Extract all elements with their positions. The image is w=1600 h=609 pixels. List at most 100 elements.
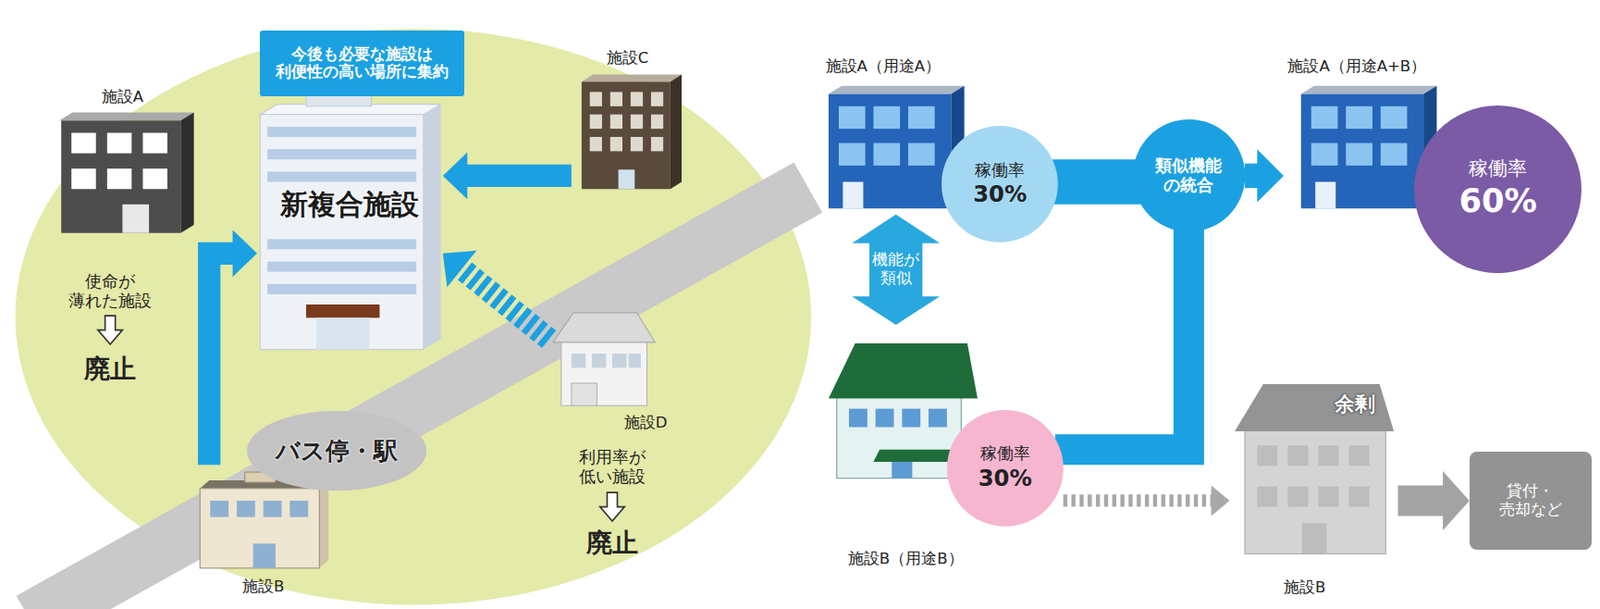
building-illustration <box>59 111 195 121</box>
surplus-building-illustration <box>1287 444 1308 466</box>
complex-illustration <box>267 171 417 182</box>
abolish-mark: 廃止 <box>84 353 136 384</box>
complex-illustration <box>267 238 417 249</box>
building-illustration <box>142 133 167 154</box>
surplus-building-illustration <box>1302 522 1327 554</box>
building-illustration <box>59 111 195 233</box>
building-illustration <box>561 340 648 407</box>
flow-arrow <box>209 229 258 465</box>
status-note: 利用率が 低い施設 <box>578 447 646 487</box>
facility-label: 施設A（用途A） <box>825 57 942 76</box>
connector-label: 機能が 類似 <box>870 250 922 290</box>
building-illustration <box>901 408 921 428</box>
building-illustration <box>71 133 96 154</box>
rate-label: 稼働率 <box>1468 157 1527 181</box>
building-illustration <box>571 382 598 406</box>
arrow-head <box>443 152 468 200</box>
facility-label: 施設A（用途A+B） <box>1287 57 1427 76</box>
building-illustration <box>630 114 643 129</box>
building-illustration <box>828 94 951 210</box>
building-illustration <box>1301 94 1424 210</box>
surplus-arrow <box>1063 493 1213 506</box>
building-illustration <box>553 312 655 406</box>
town-area <box>15 28 813 605</box>
building-illustration <box>838 143 866 166</box>
similarity-arrow <box>869 242 923 298</box>
building-illustration <box>1311 106 1339 129</box>
town-area <box>15 28 813 605</box>
callout-text: 今後も必要な施設は 利便性の高い場所に集約 <box>275 45 449 83</box>
flow-arrow-dashed <box>461 268 550 340</box>
building-illustration <box>928 408 948 428</box>
building-illustration <box>1380 106 1408 129</box>
building-illustration <box>908 143 936 166</box>
building-illustration <box>553 312 655 343</box>
building-illustration <box>891 461 912 479</box>
building-illustration <box>630 91 643 106</box>
building-illustration <box>610 91 623 106</box>
integration-circle-shape <box>1132 119 1245 232</box>
building-illustration <box>71 168 96 189</box>
building-illustration <box>571 353 586 368</box>
building-illustration <box>199 488 320 568</box>
result-arrow <box>1244 163 1258 188</box>
merge-band <box>1049 159 1141 205</box>
building-illustration <box>236 500 256 517</box>
facility-label: 施設D <box>624 413 668 432</box>
surplus-building-illustration <box>1244 429 1386 554</box>
facility-building: 施設D <box>549 306 670 434</box>
complex-illustration <box>259 91 441 349</box>
facility-label: 施設A <box>101 87 144 107</box>
arrow-head <box>1442 470 1470 530</box>
building-illustration <box>319 480 329 568</box>
building-illustration <box>590 114 603 129</box>
disposal-arrow <box>1398 484 1445 516</box>
building-illustration <box>1315 182 1336 210</box>
building-illustration <box>670 74 682 190</box>
building-illustration <box>628 353 641 368</box>
complex-illustration <box>423 104 442 350</box>
utilization-circle-shape <box>1414 105 1582 273</box>
building-illustration <box>651 114 664 129</box>
surplus-building-illustration <box>1256 444 1278 466</box>
utilization-circle-shape <box>947 409 1064 527</box>
complex-illustration <box>267 126 417 137</box>
complex-illustration <box>316 317 370 349</box>
similarity-arrow <box>851 214 940 325</box>
building-illustration <box>836 395 962 478</box>
merge-band <box>1055 223 1190 450</box>
station-circle-shape <box>246 410 427 491</box>
station-circle: バス停・駅 <box>246 410 427 491</box>
rate-label: 稼働率 <box>980 443 1031 464</box>
arrow-head <box>1211 484 1231 516</box>
building-illustration <box>581 81 671 189</box>
building-illustration <box>591 353 606 368</box>
flow-arrow <box>209 253 234 466</box>
building-illustration <box>828 86 965 95</box>
building-illustration <box>610 114 623 129</box>
surplus-building: 余剰施設B <box>1229 369 1398 597</box>
merge-band <box>1055 223 1190 450</box>
down-arrow-symbol <box>98 315 625 521</box>
building-illustration <box>610 136 623 151</box>
facility-label: 施設B <box>1283 578 1326 597</box>
building-illustration <box>1301 86 1438 95</box>
disposal-box: 貸付・ 売却など <box>1469 451 1592 550</box>
building-illustration <box>253 542 276 567</box>
flow-arrow <box>443 152 572 200</box>
building-illustration <box>61 120 181 233</box>
building-illustration <box>263 500 283 517</box>
down-arrow-symbol <box>600 492 625 521</box>
building-illustration <box>107 133 132 154</box>
building-illustration <box>618 169 636 189</box>
building-illustration <box>849 408 868 428</box>
building-name: 新複合施設 <box>280 187 419 222</box>
building-illustration <box>590 136 603 151</box>
surplus-building-illustration <box>1234 383 1394 431</box>
surplus-building-illustration <box>1349 486 1370 507</box>
result-arrow <box>1244 148 1284 202</box>
facility-building: 施設A <box>56 87 189 236</box>
building-illustration <box>873 106 900 129</box>
